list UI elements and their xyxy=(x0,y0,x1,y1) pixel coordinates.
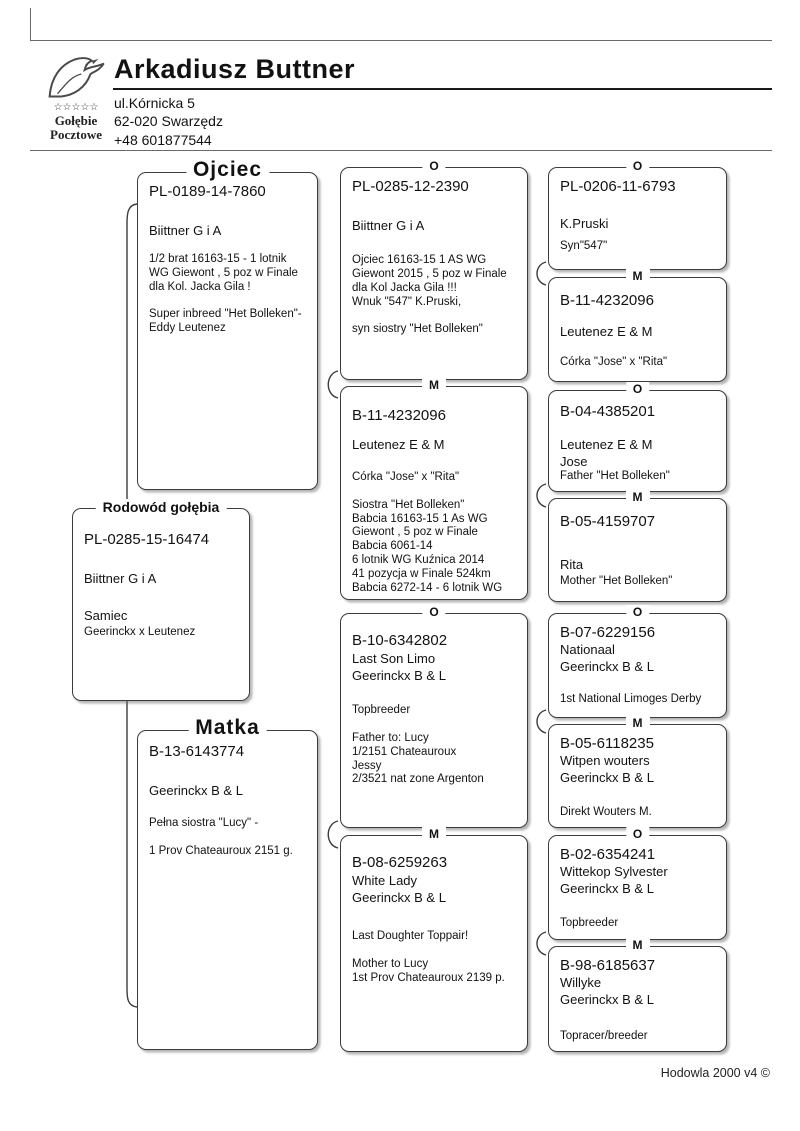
sex-label: O xyxy=(625,827,650,841)
bird-name: Leutenez E & M xyxy=(560,324,653,339)
bird-details: Córka "Jose" x "Rita" xyxy=(560,356,668,369)
pedigree-box-ggp-4: M B-05-4159707 Rita Mother "Het Bolleken… xyxy=(548,490,727,602)
bird-name: White Lady Geerinckx B & L xyxy=(352,873,446,906)
logo-stars: ☆☆☆☆☆ xyxy=(53,102,99,113)
breeder-address: ul.Kórnicka 5 62-020 Swarzędz +48 601877… xyxy=(114,95,223,148)
bird-details: Pełna siostra "Lucy" - 1 Prov Chateaurou… xyxy=(149,817,293,857)
pedigree-box-ggp-5: O B-07-6229156 Nationaal Geerinckx B & L… xyxy=(548,605,727,718)
pedigree-box-ggp-1: O PL-0206-11-6793 K.Pruski Syn"547" xyxy=(548,159,727,270)
bird-details: Father "Het Bolleken" xyxy=(560,470,670,483)
bird-details: Syn"547" xyxy=(560,240,608,253)
pedigree-box-grandfather-paternal: O PL-0285-12-2390 Biittner G i A Ojciec … xyxy=(340,159,528,380)
bird-name: Witpen wouters Geerinckx B & L xyxy=(560,753,654,786)
ring-number: PL-0285-12-2390 xyxy=(352,178,469,195)
ring-number: B-04-4385201 xyxy=(560,403,656,420)
ring-number: B-11-4232096 xyxy=(560,292,654,309)
pedigree-box-father: Ojciec PL-0189-14-7860 Biittner G i A 1/… xyxy=(137,158,318,490)
pedigree-box-ggp-6: M B-05-6118235 Witpen wouters Geerinckx … xyxy=(548,716,727,828)
bird-details: Topracer/breeder xyxy=(560,1030,648,1043)
mother-title: Matka xyxy=(188,716,267,740)
breeder-logo: ☆☆☆☆☆ Gołębie Pocztowe xyxy=(38,50,114,141)
bird-details: Last Doughter Toppair! Mother to Lucy 1s… xyxy=(352,930,505,984)
bird-name: Biittner G i A xyxy=(84,571,157,586)
bird-details: Córka "Jose" x "Rita" Siostra "Het Bolle… xyxy=(352,471,503,594)
sex-label: O xyxy=(625,159,650,173)
pedigree-box-ggp-7: O B-02-6354241 Wittekop Sylvester Geerin… xyxy=(548,827,727,940)
bird-details: 1/2 brat 16163-15 - 1 lotnik WG Giewont … xyxy=(149,253,302,335)
frame-left-tick xyxy=(30,8,31,41)
pedigree-box-grandmother-maternal: M B-08-6259263 White Lady Geerinckx B & … xyxy=(340,827,528,1052)
frame-top-line xyxy=(30,40,772,41)
bird-name: Geerinckx B & L xyxy=(149,783,243,798)
logo-text-line2: Pocztowe xyxy=(50,127,102,142)
sex-label: O xyxy=(625,382,650,396)
pigeon-logo-icon xyxy=(48,57,105,98)
bird-details: Mother "Het Bolleken" xyxy=(560,575,673,588)
pedigree-box-ggp-8: M B-98-6185637 Willyke Geerinckx B & L T… xyxy=(548,938,727,1052)
software-credit: Hodowla 2000 v4 © xyxy=(660,1066,770,1080)
sex-label: O xyxy=(422,159,446,173)
bird-name: Last Son Limo Geerinckx B & L xyxy=(352,651,446,684)
sex-label: M xyxy=(625,938,650,952)
sex-label: M xyxy=(625,269,650,283)
bird-name: Leutenez E & M xyxy=(352,437,445,452)
ring-number: B-08-6259263 xyxy=(352,854,448,871)
breeder-name: Arkadiusz Buttner xyxy=(114,54,356,84)
bird-details: Direkt Wouters M. xyxy=(560,806,652,819)
ring-number: B-98-6185637 xyxy=(560,957,656,974)
ring-number: B-05-6118235 xyxy=(560,735,654,752)
bird-name: Biittner G i A xyxy=(149,223,222,238)
bird-name: Biittner G i A xyxy=(352,218,425,233)
bird-name: Nationaal Geerinckx B & L xyxy=(560,642,654,675)
bird-name: Willyke Geerinckx B & L xyxy=(560,975,654,1008)
sex-label: O xyxy=(625,605,650,619)
ring-number: B-11-4232096 xyxy=(352,407,446,424)
ring-number: PL-0285-15-16474 xyxy=(84,531,210,548)
ring-number: PL-0206-11-6793 xyxy=(560,178,676,195)
bird-details: 1st National Limoges Derby xyxy=(560,693,702,706)
header-separator-line xyxy=(30,150,772,151)
bird-name: Leutenez E & M Jose xyxy=(560,437,653,470)
father-title: Ojciec xyxy=(185,158,270,182)
pedigree-box-ggp-3: O B-04-4385201 Leutenez E & M Jose Fathe… xyxy=(548,382,727,492)
pedigree-box-grandfather-maternal: O B-10-6342802 Last Son Limo Geerinckx B… xyxy=(340,605,528,828)
bird-name: Wittekop Sylvester Geerinckx B & L xyxy=(560,864,668,897)
bird-details: Ojciec 16163-15 1 AS WG Giewont 2015 , 5… xyxy=(352,254,507,336)
sex-label: M xyxy=(422,827,446,841)
ring-number: PL-0189-14-7860 xyxy=(149,183,266,200)
ring-number: B-13-6143774 xyxy=(149,743,245,760)
ring-number: B-02-6354241 xyxy=(560,846,656,863)
bird-cross: Geerinckx x Leutenez xyxy=(84,626,196,639)
bird-details: Topbreeder Father to: Lucy 1/2151 Chatea… xyxy=(352,704,484,786)
ring-number: B-10-6342802 xyxy=(352,632,448,649)
breeder-name-underline xyxy=(113,88,772,90)
bird-name: K.Pruski xyxy=(560,216,609,231)
ring-number: B-07-6229156 xyxy=(560,624,656,641)
bird-name: Rita xyxy=(560,557,584,572)
pedigree-box-grandmother-paternal: M B-11-4232096 Leutenez E & M Córka "Jos… xyxy=(340,378,528,600)
pedigree-box-ggp-2: M B-11-4232096 Leutenez E & M Córka "Jos… xyxy=(548,269,727,382)
logo-text-line1: Gołębie xyxy=(54,113,98,128)
sex-label: M xyxy=(625,490,650,504)
ring-number: B-05-4159707 xyxy=(560,513,656,530)
pedigree-box-subject: Rodowód gołębia PL-0285-15-16474 Biittne… xyxy=(72,499,250,701)
sex-label: M xyxy=(422,378,446,392)
sex-label: M xyxy=(625,716,650,730)
pedigree-box-mother: Matka B-13-6143774 Geerinckx B & L Pełna… xyxy=(137,716,318,1050)
bird-details: Topbreeder xyxy=(560,917,619,930)
bird-sex: Samiec xyxy=(84,608,128,624)
subject-title: Rodowód gołębia xyxy=(95,499,227,515)
sex-label: O xyxy=(422,605,446,619)
